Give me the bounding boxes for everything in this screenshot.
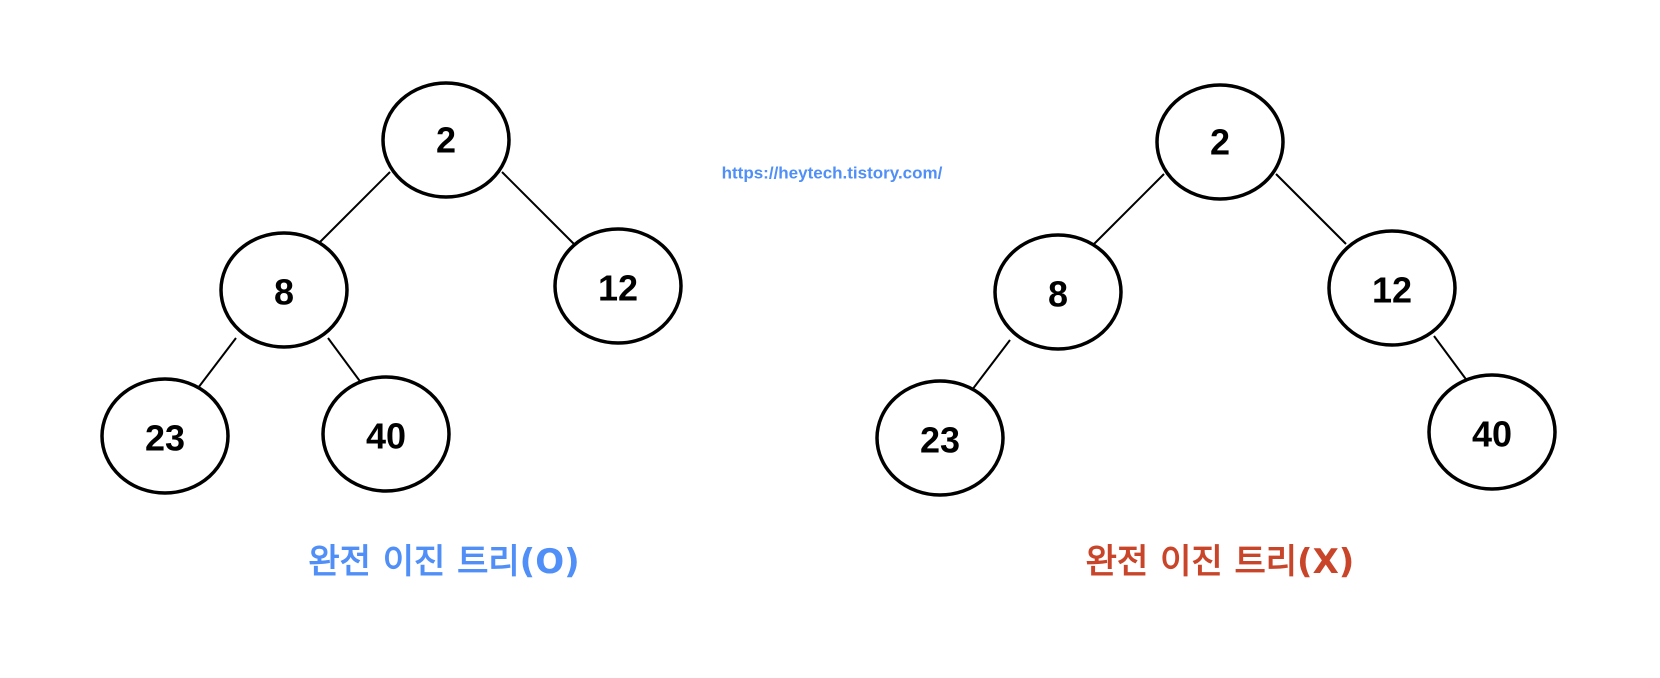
node-label: 2 bbox=[1210, 122, 1230, 163]
node-label: 23 bbox=[920, 420, 960, 461]
node-label: 8 bbox=[274, 272, 294, 313]
left-tree: 2 8 12 23 40 완전 이진 트리(O) bbox=[100, 81, 683, 582]
tree-caption-invalid: 완전 이진 트리(X) bbox=[1086, 542, 1355, 582]
tree-node: 2 bbox=[1155, 83, 1285, 201]
edge-root-left bbox=[1093, 173, 1165, 245]
edge-left-leftright bbox=[327, 337, 363, 385]
tree-node: 8 bbox=[993, 233, 1123, 351]
tree-node: 8 bbox=[219, 231, 349, 349]
tree-node: 23 bbox=[875, 379, 1005, 497]
edge-left-leftleft bbox=[197, 337, 237, 389]
node-label: 40 bbox=[366, 416, 406, 457]
edge-root-left bbox=[319, 171, 391, 243]
watermark-url: https://heytech.tistory.com/ bbox=[722, 164, 943, 183]
tree-node: 12 bbox=[553, 227, 683, 345]
edge-right-rightright bbox=[1433, 335, 1469, 383]
node-label: 8 bbox=[1048, 274, 1068, 315]
tree-node: 40 bbox=[321, 375, 451, 493]
right-tree: 2 8 12 23 40 완전 이진 트리(X) bbox=[875, 83, 1557, 582]
tree-node: 12 bbox=[1327, 229, 1457, 347]
node-label: 2 bbox=[436, 120, 456, 161]
node-label: 12 bbox=[598, 268, 638, 309]
edge-left-leftleft bbox=[971, 339, 1011, 391]
tree-caption-valid: 완전 이진 트리(O) bbox=[308, 542, 579, 582]
node-label: 40 bbox=[1472, 414, 1512, 455]
tree-node: 2 bbox=[381, 81, 511, 199]
node-label: 23 bbox=[145, 418, 185, 459]
tree-node: 40 bbox=[1427, 373, 1557, 491]
edge-root-right bbox=[501, 171, 575, 245]
edge-root-right bbox=[1275, 173, 1347, 245]
tree-node: 23 bbox=[100, 377, 230, 495]
node-label: 12 bbox=[1372, 270, 1412, 311]
